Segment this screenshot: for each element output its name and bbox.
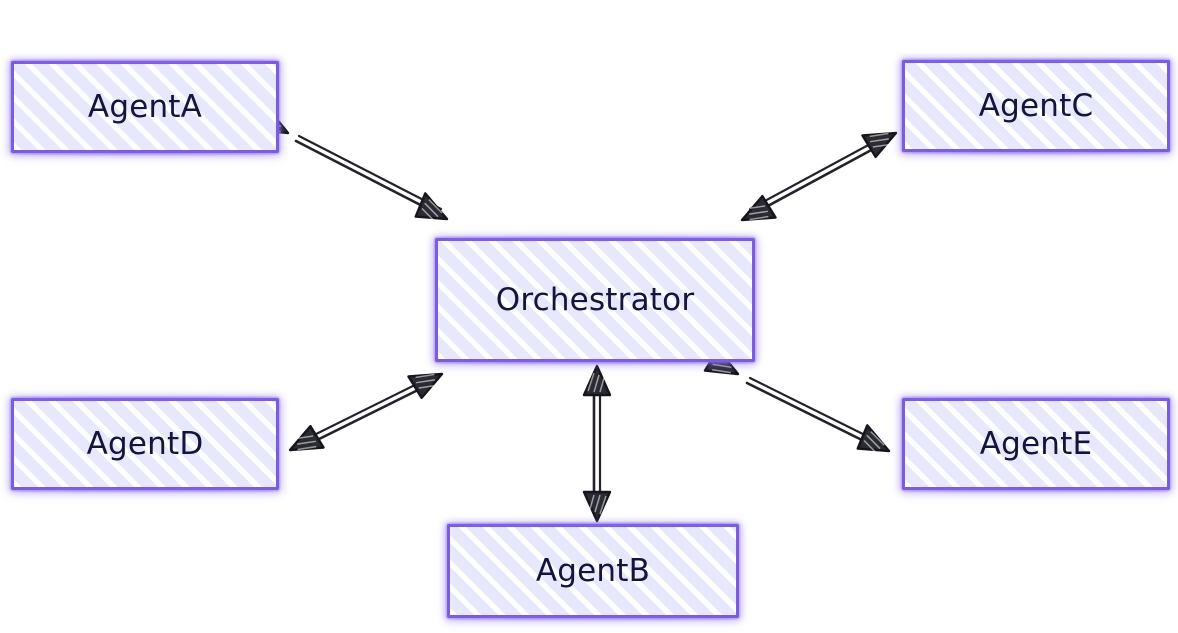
node-orchestrator[interactable]: Orchestrator (435, 238, 755, 362)
node-agentb-label: AgentB (535, 553, 651, 589)
edge-orchestrator-agentd (288, 372, 444, 452)
node-agente[interactable]: AgentE (902, 398, 1170, 490)
node-agenta-label: AgentA (87, 89, 203, 125)
node-agentd[interactable]: AgentD (11, 398, 279, 490)
node-orchestrator-label: Orchestrator (495, 282, 695, 318)
edge-orchestrator-agentb (582, 364, 612, 523)
node-agentc[interactable]: AgentC (902, 60, 1170, 152)
edge-orchestrator-agente (703, 348, 891, 453)
node-agenta[interactable]: AgentA (11, 61, 279, 153)
node-agentc-label: AgentC (978, 88, 1094, 124)
node-agentb[interactable]: AgentB (447, 524, 739, 618)
node-agente-label: AgentE (979, 426, 1093, 462)
node-agentd-label: AgentD (86, 426, 204, 462)
edge-orchestrator-agentc (740, 131, 898, 222)
edge-orchestrator-agenta (253, 107, 449, 221)
